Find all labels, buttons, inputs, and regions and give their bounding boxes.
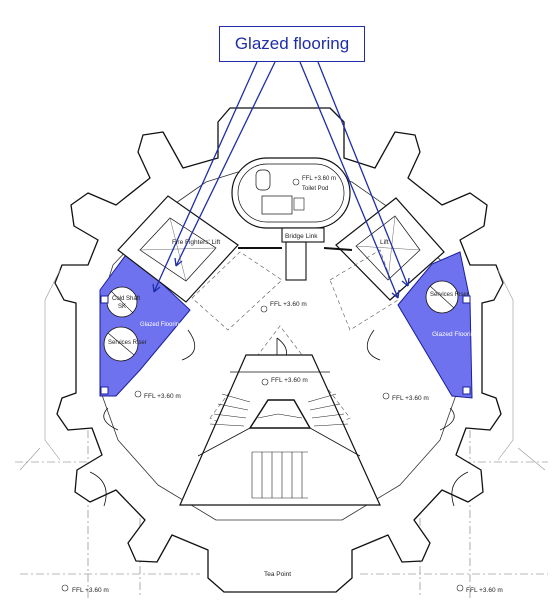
lift-right-label: Lift xyxy=(380,239,389,246)
toilet-pod xyxy=(231,157,351,229)
glazed-flooring-right-label: Glazed Flooring xyxy=(432,331,478,338)
sk-label: SK xyxy=(118,304,126,310)
toilet-pod-label: Toilet Pod xyxy=(302,186,328,192)
level-markers xyxy=(61,178,464,592)
tea-point-label: Tea Point xyxy=(264,571,291,578)
services-riser-left-label: Services Riser xyxy=(108,340,147,346)
level-center: FFL +3.60 m xyxy=(270,301,307,308)
lift-shafts xyxy=(117,195,445,303)
callout-leaders xyxy=(152,61,410,299)
riser-circles xyxy=(103,280,459,362)
bridge-link xyxy=(238,227,353,281)
level-right: FFL +3.60 m xyxy=(392,395,429,402)
window-marks xyxy=(100,295,471,395)
bridge-link-label: Bridge Link xyxy=(285,233,318,240)
fire-lift-label: Fire Fighters' Lift xyxy=(172,239,220,246)
glazed-flooring-left-label: Glazed Flooring xyxy=(140,322,182,328)
level-stair: FFL +3.60 m xyxy=(271,377,308,384)
services-riser-right-label: Services Riser xyxy=(430,292,469,298)
stair-treads xyxy=(209,393,349,499)
glazed-flooring-callout: Glazed flooring xyxy=(219,26,365,62)
perimeter-lines xyxy=(19,269,546,471)
level-left: FFL +3.60 m xyxy=(144,393,181,400)
cold-shaft-label: Cold Shaft xyxy=(112,296,140,302)
level-bottom-right: FFL +3.60 m xyxy=(466,587,503,594)
toilet-pod-level: FFL +3.60 m xyxy=(302,176,336,182)
level-bottom-left: FFL +3.60 m xyxy=(72,587,109,594)
stair-core xyxy=(179,354,381,506)
